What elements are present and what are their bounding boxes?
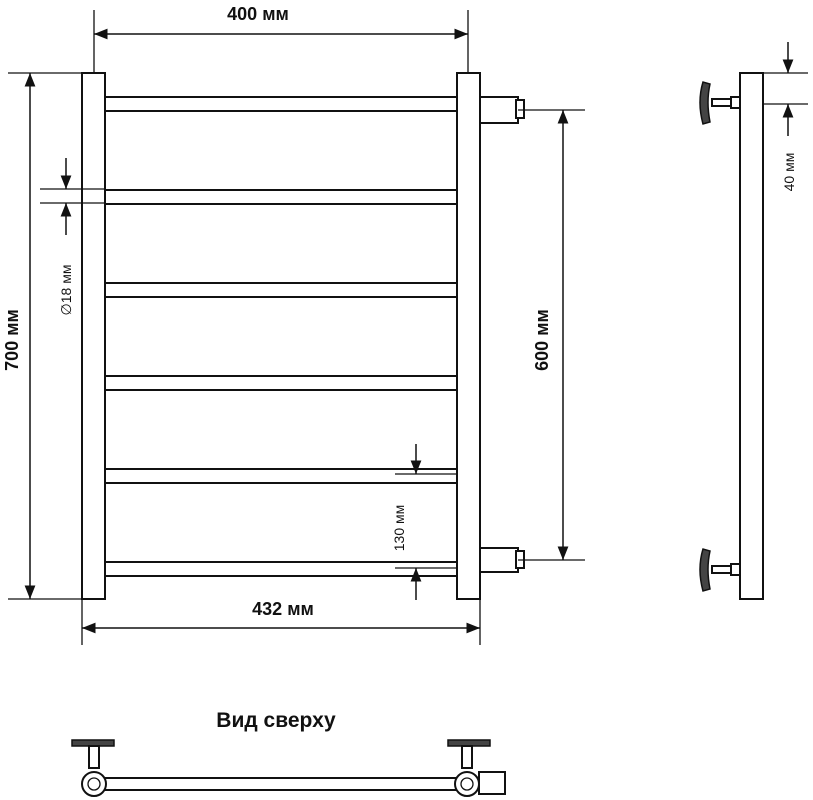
dim-label-700: 700 мм	[2, 309, 22, 371]
side-view: 40 мм	[699, 42, 808, 600]
top-view: Вид сверху	[71, 709, 506, 797]
rungs-group	[104, 96, 458, 577]
bottom-connection-fitting	[479, 547, 525, 573]
rung-3	[104, 282, 458, 298]
front-view: 400 мм 432 мм 700 мм 600 мм ∅18 мм 130 м…	[2, 4, 585, 645]
dim-label-diameter: ∅18 мм	[58, 265, 74, 316]
top-view-rail	[94, 777, 476, 791]
rung-2	[104, 189, 458, 205]
top-wall-bracket	[699, 81, 741, 125]
dim-label-40: 40 мм	[781, 153, 797, 192]
dim-label-432: 432 мм	[252, 599, 314, 619]
bottom-wall-bracket	[699, 548, 741, 592]
side-post	[739, 72, 764, 600]
rung-6	[104, 561, 458, 577]
top-view-left-bracket	[71, 739, 115, 797]
dim-label-130: 130 мм	[391, 505, 407, 552]
top-view-title: Вид сверху	[216, 709, 336, 732]
rung-1	[104, 96, 458, 112]
right-post	[456, 72, 481, 600]
rung-4	[104, 375, 458, 391]
top-connection-fitting	[479, 96, 525, 124]
dim-label-600: 600 мм	[532, 309, 552, 371]
top-view-right-bracket	[447, 739, 506, 797]
dim-label-400: 400 мм	[227, 4, 289, 24]
left-post	[81, 72, 106, 600]
rung-5	[104, 468, 458, 484]
